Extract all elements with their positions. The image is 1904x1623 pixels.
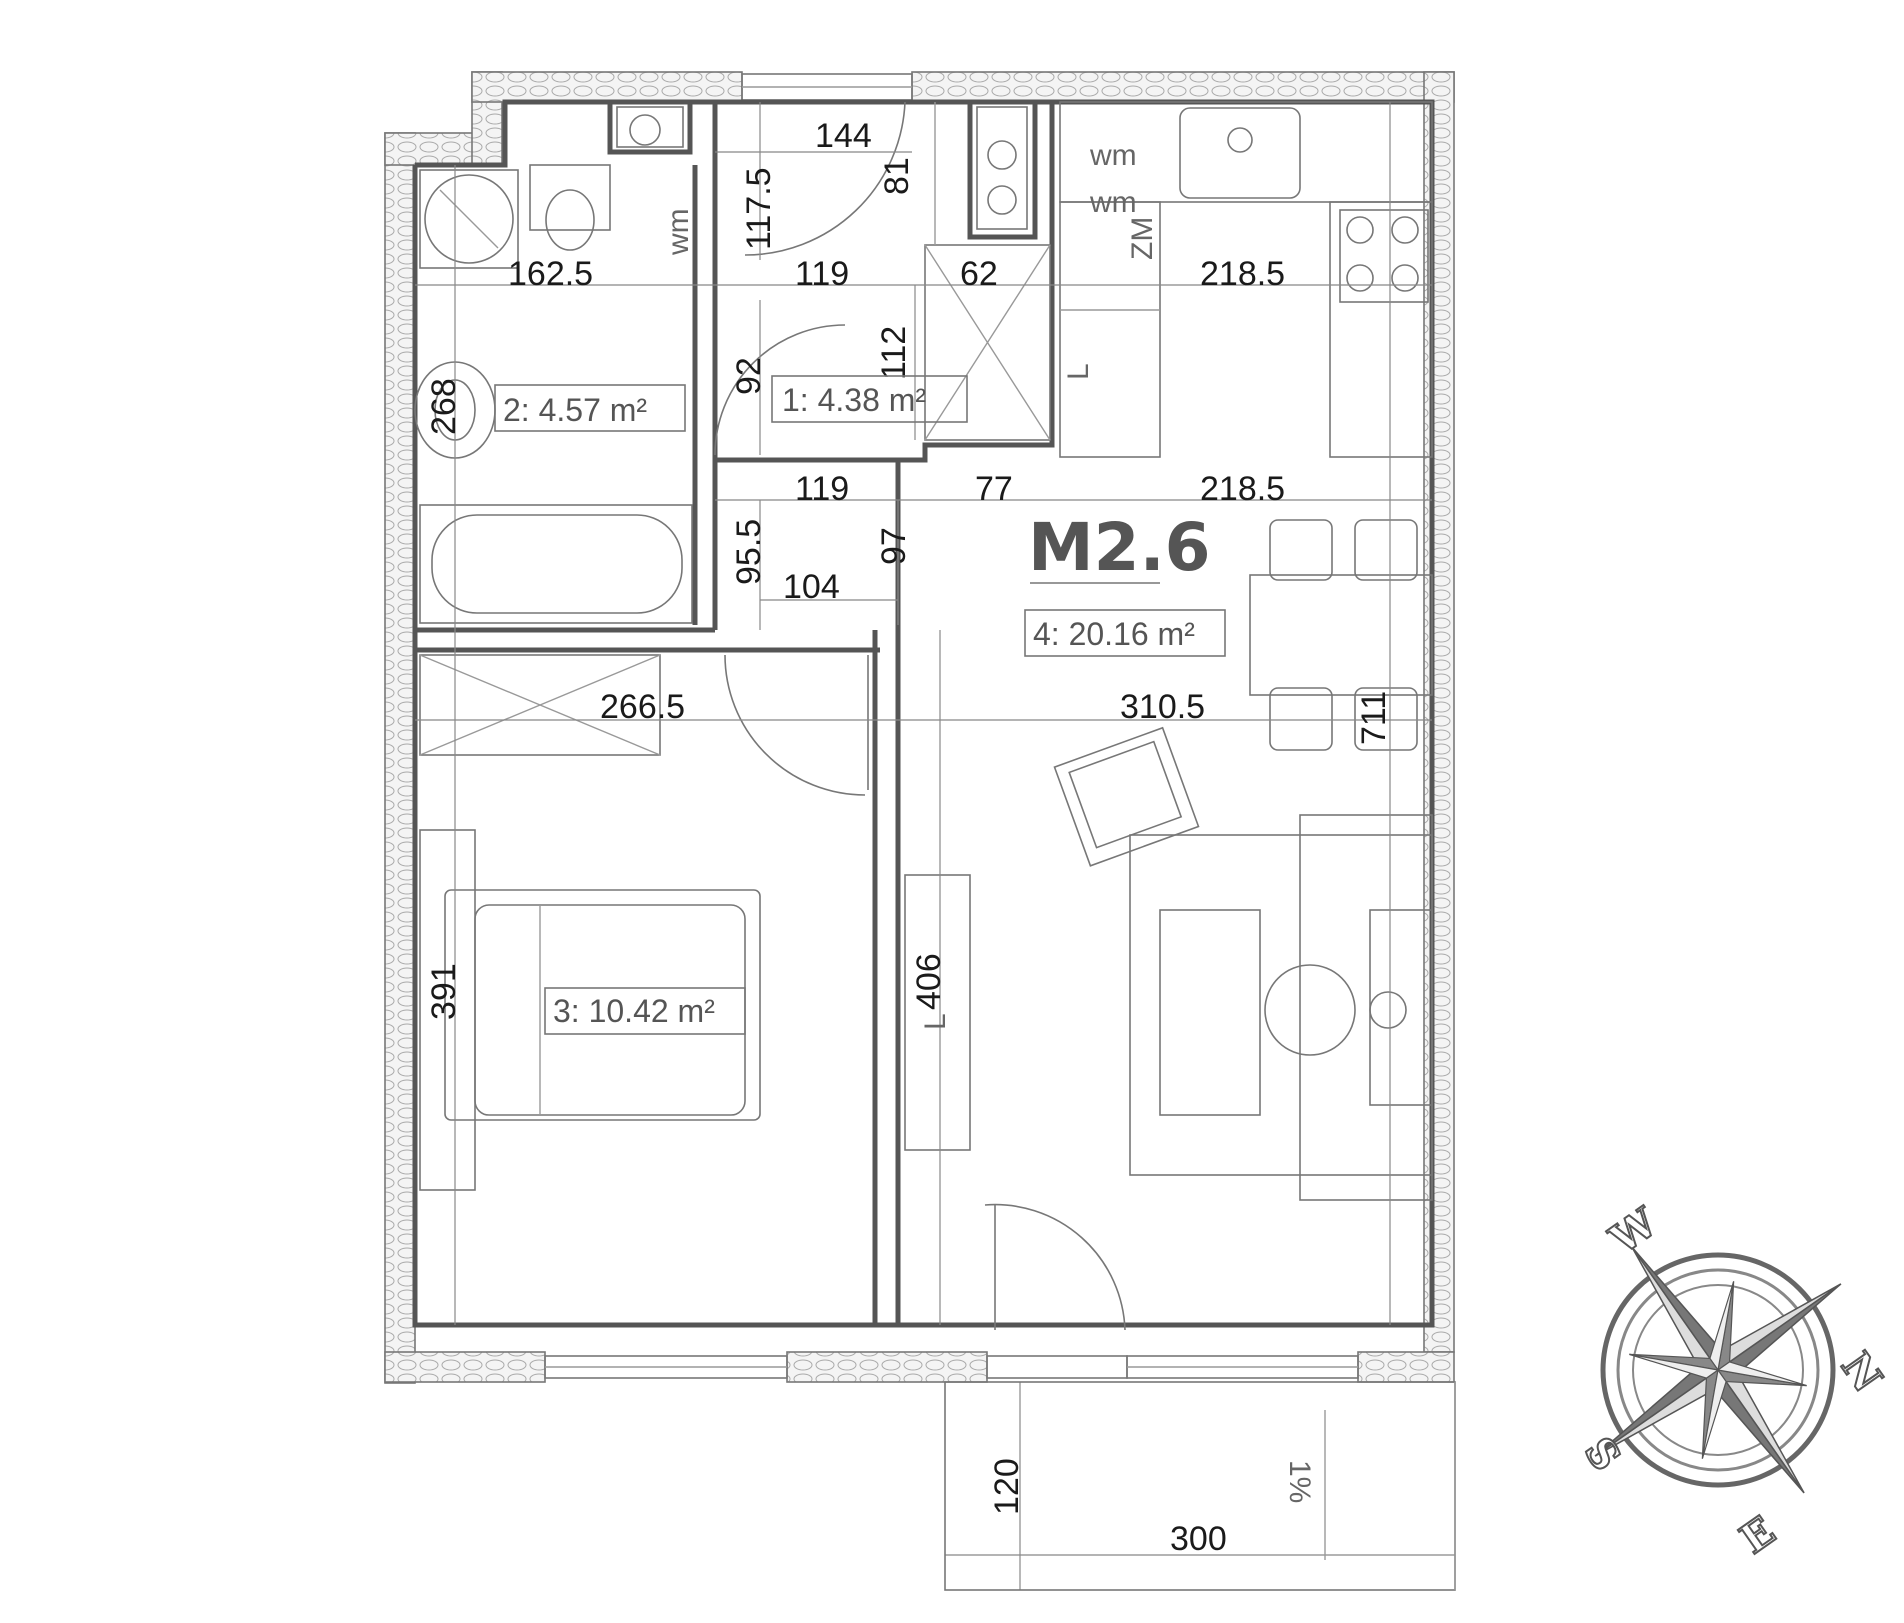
l-label-1: L [1062,363,1095,380]
dim-120: 120 [988,1458,1026,1515]
dim-92: 92 [730,357,768,395]
wm-label-1: wm [662,208,695,256]
dim-104: 104 [783,568,840,606]
room-1-label: 1: 4.38 m² [782,382,926,418]
dim-144: 144 [815,117,872,155]
dimension-lines [415,102,1455,1590]
room-3-label: 3: 10.42 m² [553,993,715,1029]
room-4-label: 4: 20.16 m² [1033,616,1195,652]
dim-218-5-mid: 218.5 [1200,470,1285,508]
compass-rose: W N E S [1574,1197,1892,1564]
room-2-label: 2: 4.57 m² [503,392,647,428]
windows [544,73,1359,1379]
compass-e: E [1732,1507,1784,1563]
dim-162-5: 162.5 [508,255,593,293]
dim-117-5: 117.5 [740,167,778,250]
dim-97: 97 [875,527,913,565]
compass-n: N [1832,1344,1891,1401]
dim-406: 406 [910,953,948,1010]
dim-310-5: 310.5 [1120,688,1205,726]
small-labels: wm wm wm ZM L L 1% [662,139,1316,1503]
fixtures [414,101,1433,1201]
dim-112: 112 [875,326,913,380]
unit-title: M2.6 [1028,509,1211,586]
dim-266-5: 266.5 [600,688,685,726]
dim-300: 300 [1170,1520,1227,1558]
dim-391: 391 [425,963,463,1020]
dimension-labels: 144 81 117.5 162.5 119 62 218.5 112 92 2… [425,117,1393,1558]
wm-label-3: wm [1089,186,1137,219]
dim-95-5: 95.5 [730,519,768,585]
zm-label: ZM [1126,217,1159,260]
l-label-2: L [919,1013,952,1030]
doors [714,101,1126,1331]
dim-81: 81 [878,157,916,195]
dim-119-mid: 119 [795,470,849,508]
dim-77: 77 [975,470,1013,508]
compass-w: W [1601,1198,1666,1263]
dim-119-top: 119 [795,255,849,293]
dim-218-5-top: 218.5 [1200,255,1285,293]
room-labels: M2.6 2: 4.57 m² 1: 4.38 m² 4: 20.16 m² 3… [494,375,1226,1035]
dim-268: 268 [425,378,463,435]
dim-711: 711 [1355,691,1393,745]
dim-62: 62 [960,255,998,293]
balcony [944,1381,1456,1591]
slope-label: 1% [1283,1460,1316,1503]
wm-label-2: wm [1089,139,1137,172]
